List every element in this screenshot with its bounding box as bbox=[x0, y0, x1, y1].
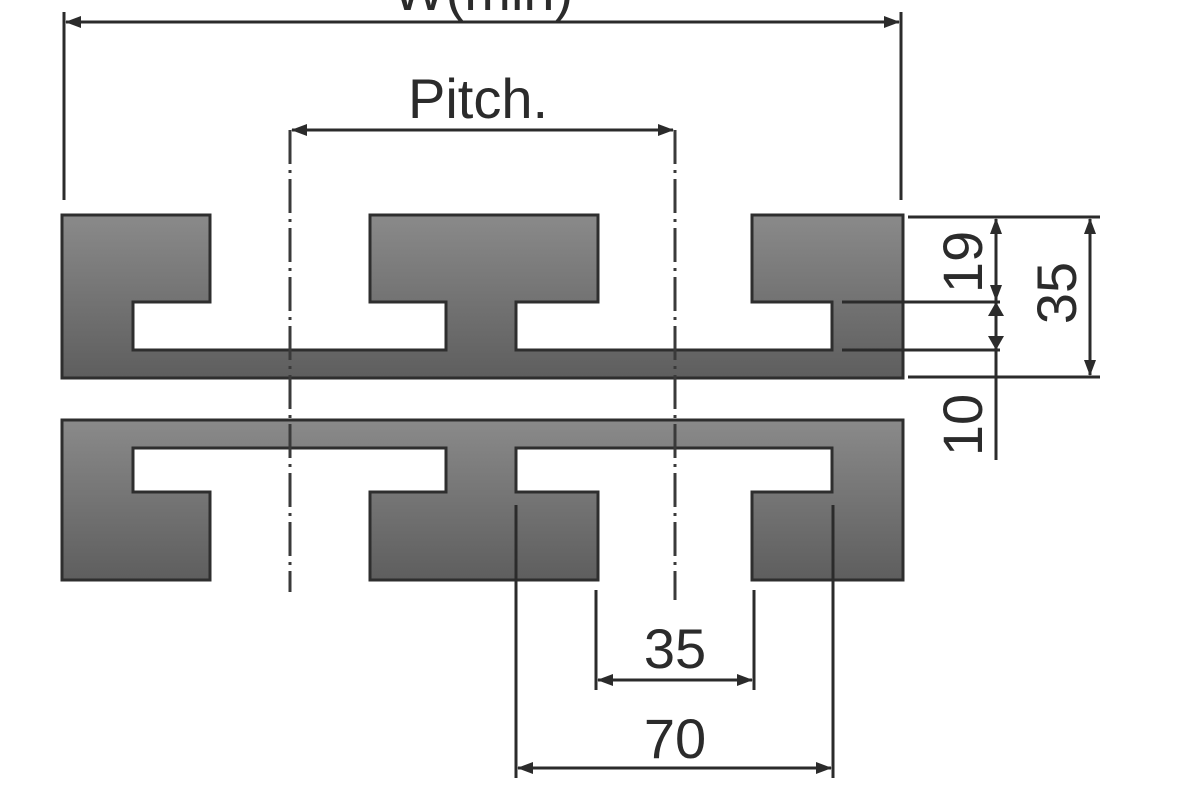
neck-label: 35 bbox=[644, 617, 706, 680]
width-label: W(min) bbox=[393, 0, 573, 22]
gap-label: 10 bbox=[931, 394, 994, 456]
upper-part-profile bbox=[60, 213, 905, 380]
gap-arrow-bottom bbox=[988, 302, 1004, 316]
total-height-label: 35 bbox=[1025, 262, 1088, 324]
head-label: 70 bbox=[644, 707, 706, 770]
lower-part-profile bbox=[60, 418, 905, 582]
top-slot-label: 19 bbox=[931, 231, 994, 293]
gap-arrow-top bbox=[988, 336, 1004, 350]
pitch-label: Pitch. bbox=[408, 67, 548, 130]
